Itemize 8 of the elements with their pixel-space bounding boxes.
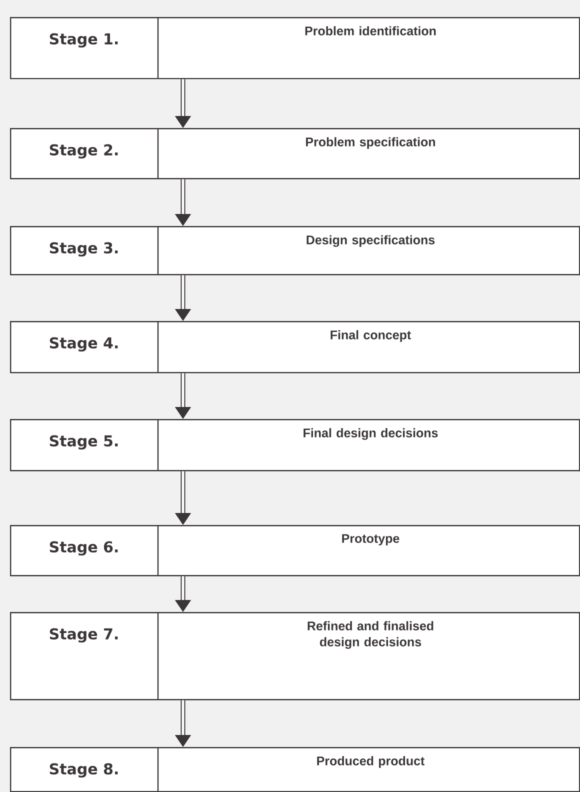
- stage-box: Stage 7. Refined and finalised design decisions: [10, 612, 580, 700]
- stage-box: Stage 4. Final concept: [10, 321, 580, 374]
- stage-box: Stage 6. Prototype: [10, 525, 580, 576]
- stage-box: Stage 8. Produced product: [10, 747, 580, 792]
- stage-box: Stage 5. Final design decisions: [10, 419, 580, 472]
- stage-box: Stage 1. Problem identification: [10, 17, 580, 80]
- stage-box: Stage 3. Design specifications: [10, 226, 580, 276]
- stage-box: Stage 2. Problem specification: [10, 128, 580, 180]
